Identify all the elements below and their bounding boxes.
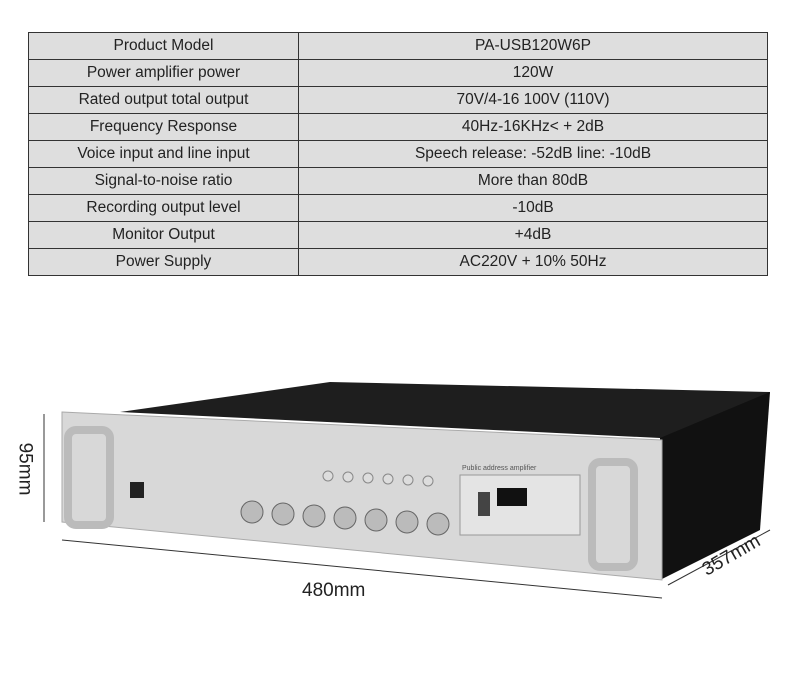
zone-button bbox=[422, 475, 434, 487]
spec-row: Recording output level-10dB bbox=[28, 194, 768, 222]
volume-knob bbox=[271, 502, 295, 526]
width-line bbox=[61, 539, 663, 599]
spec-label: Recording output level bbox=[28, 194, 299, 222]
spec-value: +4dB bbox=[298, 221, 768, 249]
spec-label: Product Model bbox=[28, 32, 299, 60]
volume-knob bbox=[364, 508, 388, 532]
spec-value: 70V/4-16 100V (110V) bbox=[298, 86, 768, 114]
spec-label: Power Supply bbox=[28, 248, 299, 276]
depth-line bbox=[667, 529, 771, 586]
spec-label: Frequency Response bbox=[28, 113, 299, 141]
spec-label: Voice input and line input bbox=[28, 140, 299, 168]
left-handle bbox=[64, 426, 114, 529]
spec-row: Monitor Output+4dB bbox=[28, 221, 768, 249]
spec-value: -10dB bbox=[298, 194, 768, 222]
spec-value: 120W bbox=[298, 59, 768, 87]
volume-knob bbox=[240, 500, 264, 524]
display bbox=[497, 488, 527, 506]
panel-label: Public address amplifier bbox=[462, 465, 537, 472]
zone-button bbox=[362, 472, 374, 484]
volume-knob bbox=[395, 510, 419, 534]
power-switch bbox=[130, 482, 144, 498]
zone-button bbox=[382, 473, 394, 485]
spec-label: Monitor Output bbox=[28, 221, 299, 249]
right-handle bbox=[588, 458, 638, 571]
spec-label: Signal-to-noise ratio bbox=[28, 167, 299, 195]
spec-label: Rated output total output bbox=[28, 86, 299, 114]
height-dimension: 95mm bbox=[14, 442, 36, 496]
volume-knob bbox=[302, 504, 326, 528]
usb-port bbox=[478, 492, 490, 516]
spec-value: Speech release: -52dB line: -10dB bbox=[298, 140, 768, 168]
chassis-top bbox=[120, 382, 770, 440]
volume-knob bbox=[333, 506, 357, 530]
width-dimension: 480mm bbox=[302, 580, 366, 601]
front-panel bbox=[61, 411, 663, 581]
chassis-side bbox=[660, 392, 770, 580]
spec-value: AC220V + 10% 50Hz bbox=[298, 248, 768, 276]
zone-button bbox=[322, 470, 334, 482]
zone-button bbox=[342, 471, 354, 483]
zone-button bbox=[402, 474, 414, 486]
spec-value: 40Hz-16KHz< + 2dB bbox=[298, 113, 768, 141]
volume-knob bbox=[426, 512, 450, 536]
